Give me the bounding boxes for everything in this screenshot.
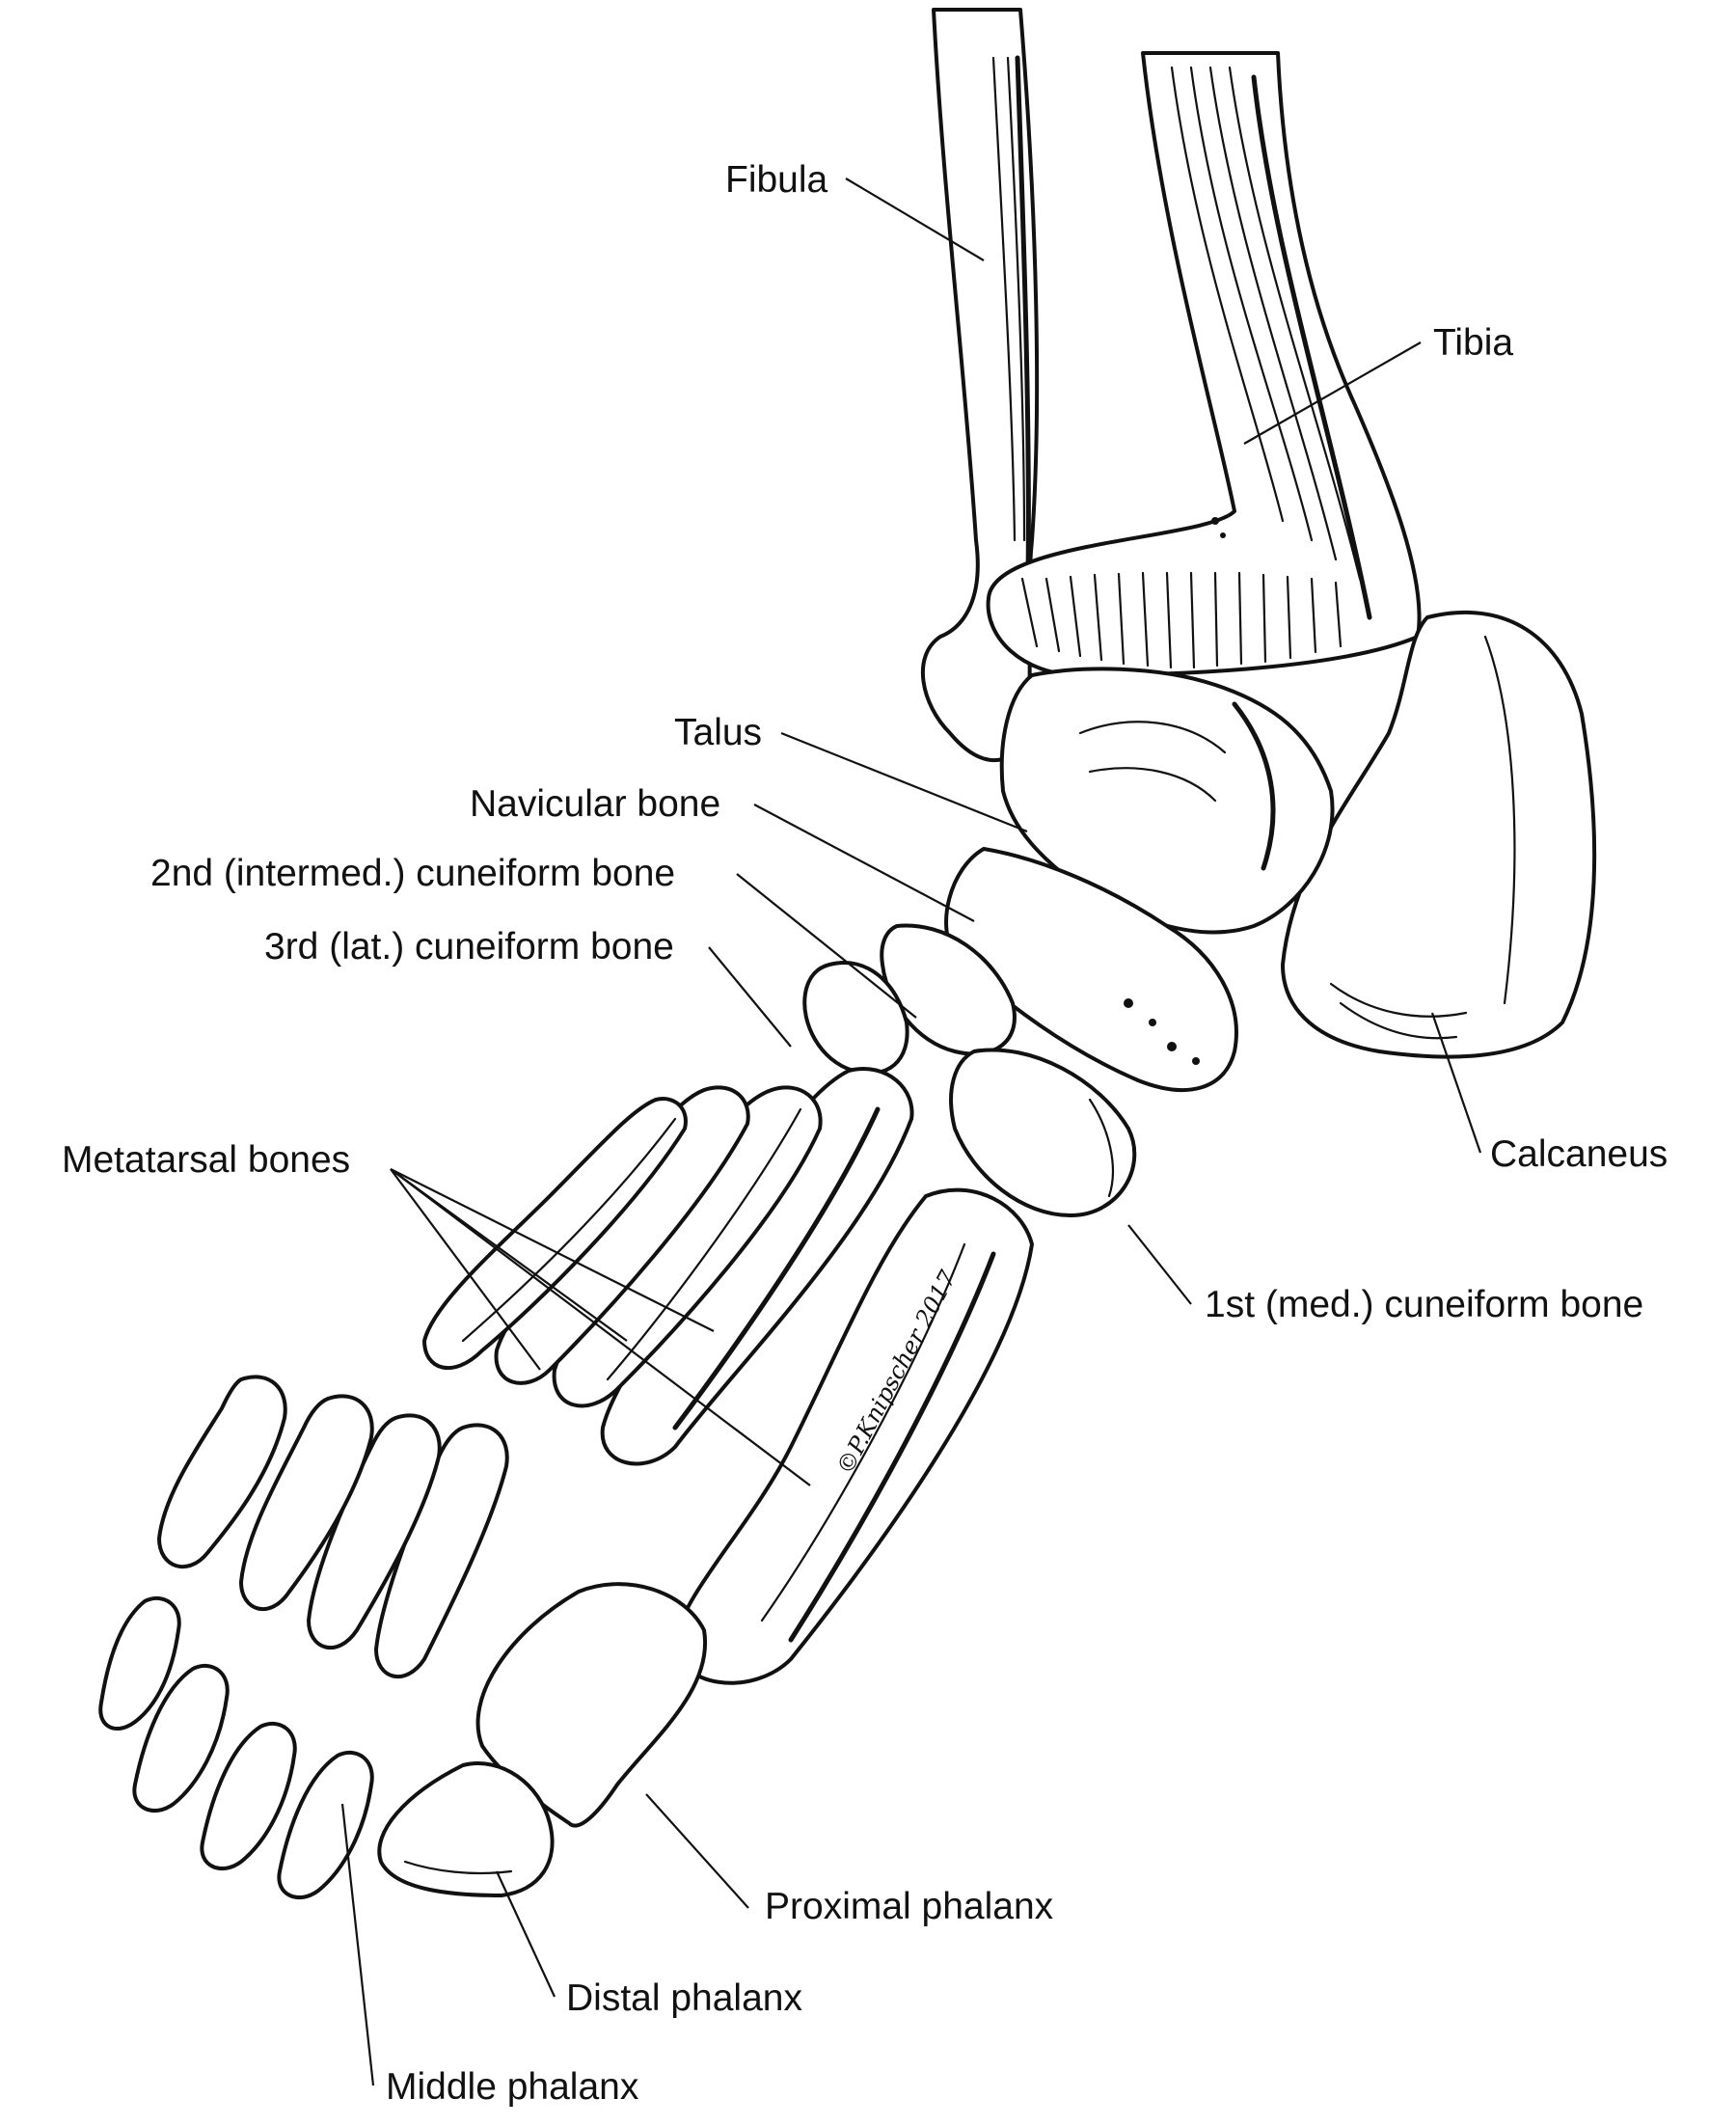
talus-bone — [999, 667, 1335, 935]
label-cuneiform-1: 1st (med.) cuneiform bone — [1205, 1284, 1644, 1325]
label-cuneiform-3: 3rd (lat.) cuneiform bone — [264, 926, 674, 968]
cuneiform-bones — [802, 923, 1137, 1217]
navicular-leader — [753, 804, 975, 922]
label-fibula: Fibula — [725, 159, 828, 201]
distal-phalanx-shape — [377, 1761, 555, 1897]
label-distal-phalanx: Distal phalanx — [566, 1977, 802, 2019]
label-middle-phalanx: Middle phalanx — [386, 2066, 639, 2108]
cuneiform-3-leader — [708, 946, 792, 1048]
calcaneus-bone — [1281, 610, 1597, 1059]
label-calcaneus: Calcaneus — [1490, 1133, 1668, 1175]
metatarsal-leader-1 — [390, 1168, 541, 1371]
label-proximal-phalanx: Proximal phalanx — [765, 1886, 1054, 1927]
fibula-leader — [845, 177, 985, 261]
cuneiform-1-shape — [949, 1048, 1137, 1217]
tibia-bone — [986, 51, 1422, 677]
calcaneus-leader — [1430, 1012, 1482, 1154]
cuneiform-1-leader — [1127, 1224, 1192, 1305]
lesser-toe-phalanges — [98, 1375, 509, 1900]
label-tibia: Tibia — [1433, 322, 1514, 364]
cuneiform-2-leader — [736, 873, 917, 1019]
metatarsal-leader-4 — [390, 1168, 811, 1486]
label-talus: Talus — [674, 712, 763, 753]
talus-leader — [780, 731, 1028, 833]
metatarsal-bones — [422, 1067, 1034, 1685]
tibia-distal-hatching — [1020, 571, 1343, 669]
cuneiform-2-shape — [880, 923, 1017, 1056]
metatarsal-1-shape — [673, 1187, 1034, 1685]
middle-phalanx-shape — [277, 1750, 374, 1900]
leader-lines — [340, 177, 1482, 2086]
tibia-leader — [1243, 341, 1422, 445]
label-navicular-bone: Navicular bone — [470, 783, 721, 825]
metatarsal-leader-3 — [390, 1168, 715, 1332]
proximal-phalanx-leader — [645, 1793, 749, 1909]
distal-phalanx-leader — [496, 1870, 556, 1998]
middle-phalanx-leader — [340, 1803, 375, 2086]
label-metatarsal-bones: Metatarsal bones — [62, 1139, 351, 1181]
proximal-phalanx-shape — [475, 1582, 708, 1828]
hallux-phalanges — [377, 1582, 708, 1897]
label-cuneiform-2: 2nd (intermed.) cuneiform bone — [150, 853, 676, 894]
